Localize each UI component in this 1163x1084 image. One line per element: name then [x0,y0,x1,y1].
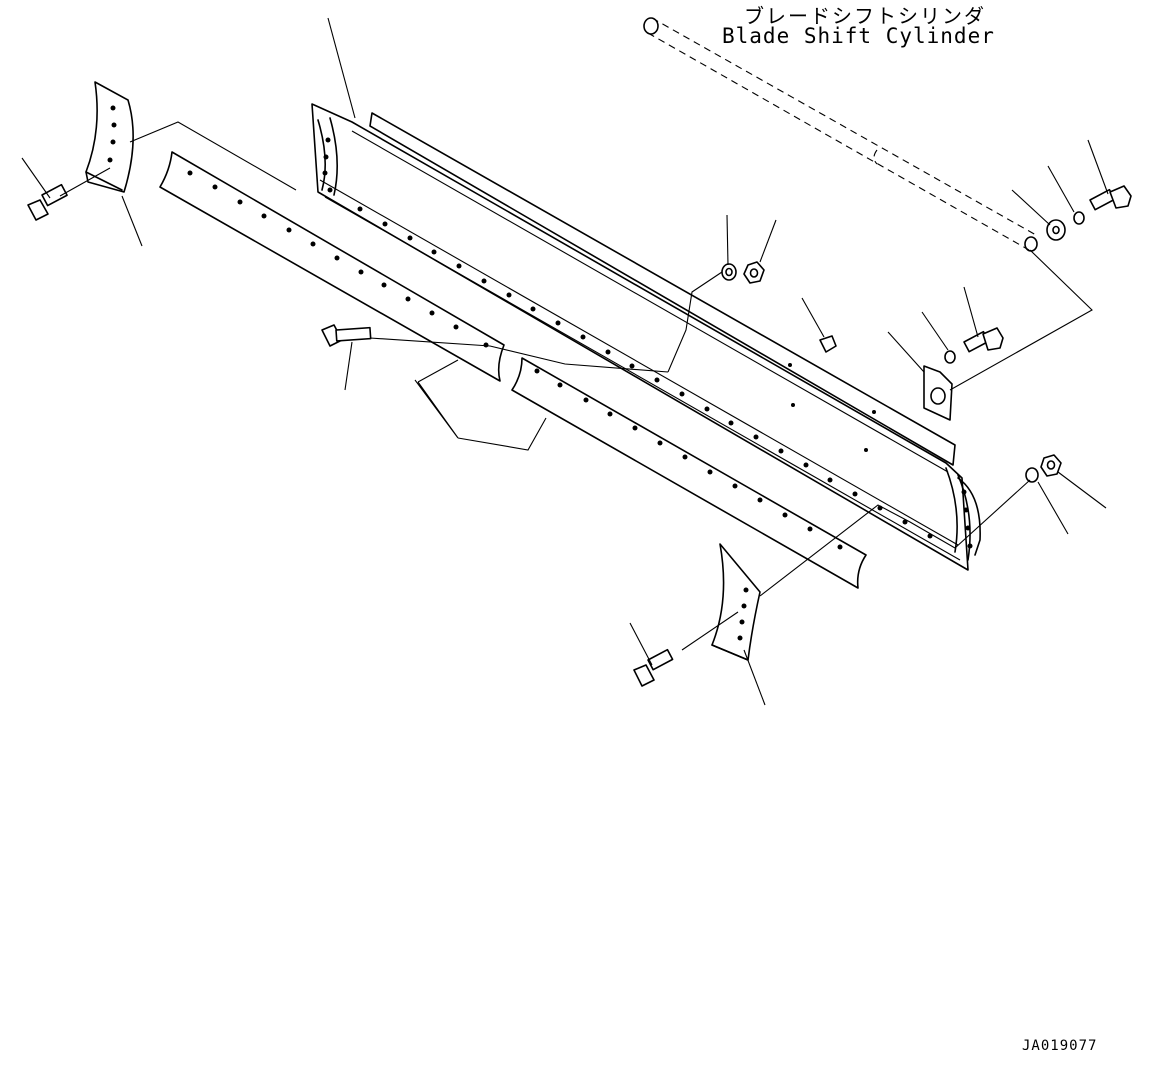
grease-fitting [819,335,837,353]
cylinder-label-japanese: ブレードシフトシリンダ [744,4,986,28]
blade-moldboard [311,103,981,571]
plow-bolt-left [27,183,68,221]
bolt-washer-cylinder-end [1046,185,1132,241]
end-bit-right [711,543,761,661]
end-bit-left [85,81,134,193]
washer-nut-set-upper [721,261,765,284]
cutting-edge-left [159,151,505,382]
bracket-plate [923,365,953,421]
bolt-washer-bracket [944,327,1004,364]
leader-lines [21,17,1109,706]
cutting-edge-right [511,357,867,589]
cylinder-label-english: Blade Shift Cylinder [722,24,995,48]
plow-bolt-center [321,324,372,347]
blade-shift-cylinder [643,17,1038,252]
drawing-number: JA019077 [1022,1038,1098,1054]
washer-nut-set-right [1025,454,1062,483]
plow-bolt-right [633,648,674,687]
